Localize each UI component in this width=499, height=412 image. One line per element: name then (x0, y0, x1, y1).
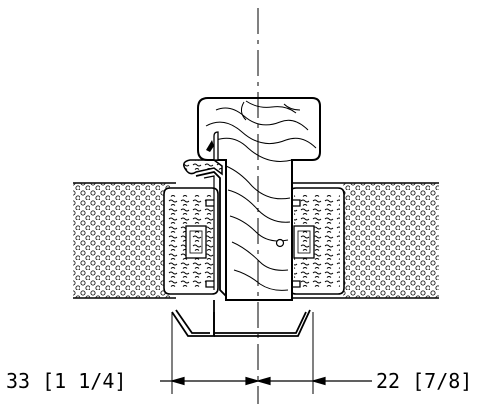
bottom-trim-profile (171, 300, 311, 337)
left-wall-panel (73, 182, 176, 299)
right-frame-profile (289, 187, 345, 295)
metal-clip (183, 131, 227, 300)
dimension-line-left (160, 376, 261, 386)
dimension-extension-lines (171, 312, 314, 394)
wood-grain (205, 100, 317, 291)
dimension-label-left: 33 [1 1/4] (6, 369, 126, 393)
right-wall-panel (288, 182, 439, 299)
dimension-line-right (255, 376, 372, 386)
left-frame-profile (163, 187, 219, 295)
dimension-label-right: 22 [7/8] (376, 369, 472, 393)
timber-post (197, 97, 321, 301)
